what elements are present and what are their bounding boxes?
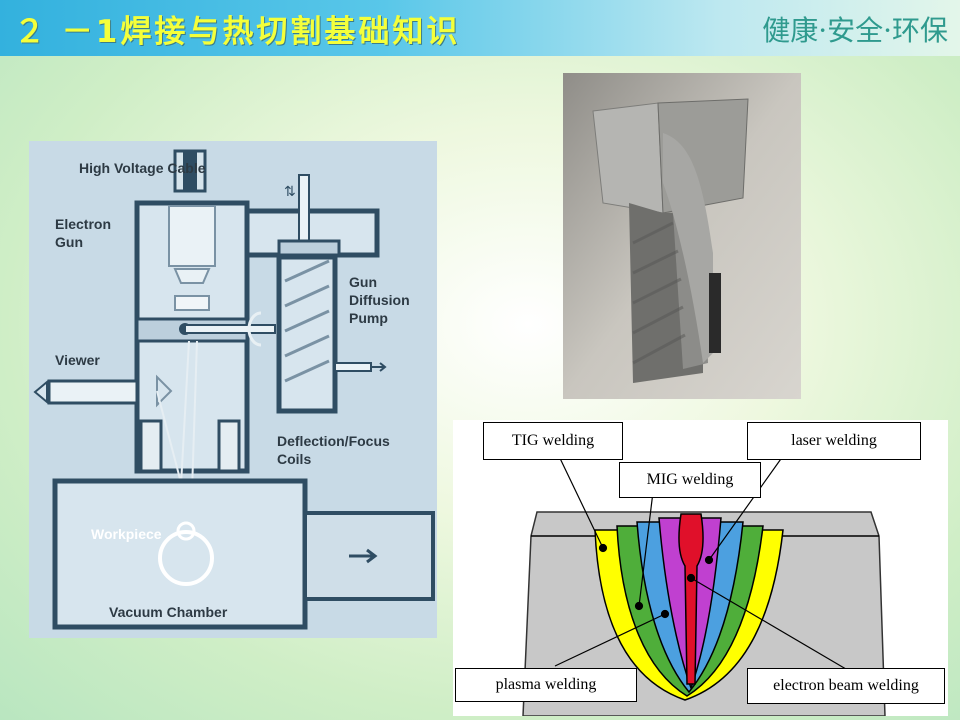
label-cable: High Voltage Cable [79,160,206,176]
label-coils-line1: Deflection/Focus [277,433,390,449]
svg-text:⇅: ⇅ [284,184,296,200]
callout-plasma: plasma welding [455,668,637,702]
electron-beam-welder-diagram: ⇅ High Voltage Cable Electron Gun Gun [29,141,437,638]
label-workpiece: Workpiece [91,526,162,542]
weld-joint-photo [563,73,801,399]
workpiece-ring [158,530,214,586]
deflection-coil-left [139,419,163,473]
slide-motto: 健康·安全·环保 [762,14,948,47]
electron-beam-welder-drawing: ⇅ High Voltage Cable Electron Gun Gun [29,141,437,638]
diffusion-pump [276,254,338,414]
header-bar [0,0,960,56]
label-coils-line2: Coils [277,451,311,467]
callout-tig: TIG welding [483,422,623,460]
zone-ebw [678,513,704,685]
label-gun-line1: Electron [55,216,111,232]
weld-void [709,273,721,353]
label-viewer: Viewer [55,352,100,368]
label-pump-line3: Pump [349,310,388,326]
valve-stem [298,174,310,242]
vacuum-chamber [52,478,308,630]
weld-joint-photo-drawing [563,73,801,399]
deflection-coil-right [217,419,241,473]
label-chamber: Vacuum Chamber [109,604,228,620]
callout-mig: MIG welding [619,462,761,498]
weld-profile-comparison: TIG welding MIG welding laser welding pl… [453,420,948,716]
label-pump-line2: Diffusion [349,292,410,308]
label-pump-line1: Gun [349,274,377,290]
callout-ebw: electron beam welding [747,668,945,704]
electron-gun [168,205,216,267]
viewer-tube [47,379,139,405]
slide-title: ２ －1焊接与热切割基础知识 [14,14,461,50]
callout-laser: laser welding [747,422,921,460]
label-gun-line2: Gun [55,234,83,250]
